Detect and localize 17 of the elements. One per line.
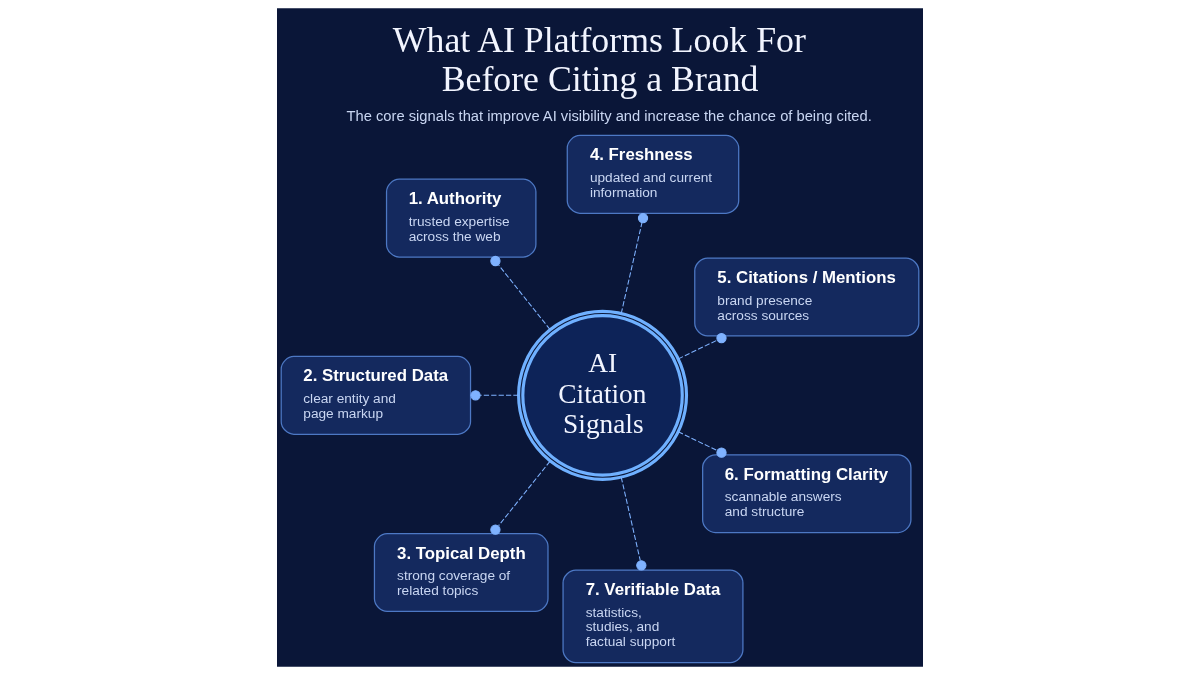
node-box: 2. Structured Data clear entity and page markup bbox=[280, 355, 471, 435]
node-box: 5. Citations / Mentions brand presence across sources bbox=[693, 257, 919, 337]
connector bbox=[489, 255, 550, 330]
diagram-title: What AI Platforms Look For Before Citing a Brand bbox=[392, 20, 806, 99]
node-circle: AI Citation Signals bbox=[516, 309, 688, 481]
connector bbox=[620, 476, 646, 571]
connector bbox=[469, 390, 519, 401]
connector bbox=[677, 431, 727, 458]
node-box: 3. Topical Depth strong coverage of related topics bbox=[373, 533, 549, 613]
caption: The core signals that improve AI visibility and increase the chance of being cited. bbox=[346, 108, 872, 125]
connector bbox=[620, 212, 648, 314]
node-box: 6. Formatting Clarity scannable answers and structure bbox=[701, 454, 912, 534]
connector bbox=[677, 332, 727, 360]
node-box: 1. Authority trusted expertise across the web bbox=[385, 178, 536, 258]
node-box: 7. Verifiable Data statistics, studies, and factual support bbox=[561, 569, 744, 664]
connector bbox=[489, 460, 550, 535]
node-box: 4. Freshness updated and current information bbox=[566, 134, 739, 214]
